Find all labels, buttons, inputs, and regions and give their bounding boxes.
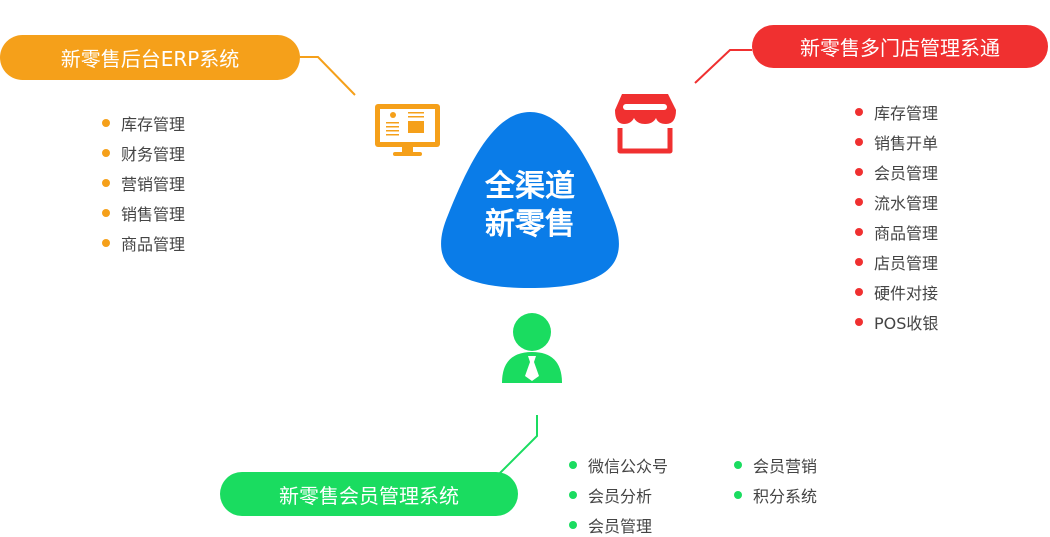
item-label: 财务管理 [121,145,186,164]
store-icon [615,94,676,154]
list-item: 流水管理 [855,191,938,213]
center-title-line1: 全渠道 [485,169,575,204]
list-item: 会员管理 [569,514,652,536]
list-item: 积分系统 [734,484,817,506]
item-label: 微信公众号 [588,457,669,476]
item-label: 商品管理 [874,224,939,243]
bullet-icon [855,138,863,146]
bullet-icon [855,318,863,326]
list-item: POS收银 [855,311,938,333]
item-label: 销售管理 [121,205,186,224]
item-label: 商品管理 [121,235,186,254]
list-item: 营销管理 [102,172,185,194]
store-connector-line [694,49,752,84]
list-item: 会员营销 [734,454,817,476]
list-item: 店员管理 [855,251,938,273]
item-label: 库存管理 [121,115,186,134]
item-label: 积分系统 [753,487,818,506]
list-item: 商品管理 [102,232,185,254]
item-label: 会员分析 [588,487,653,506]
item-label: 库存管理 [874,104,939,123]
list-item: 会员管理 [855,161,938,183]
list-item: 库存管理 [102,112,185,134]
item-label: 会员营销 [753,457,818,476]
bullet-icon [855,258,863,266]
bullet-icon [102,209,110,217]
bullet-icon [102,239,110,247]
erp-connector-line [300,56,356,96]
bullet-icon [734,491,742,499]
bullet-icon [855,108,863,116]
bullet-icon [569,461,577,469]
item-label: 店员管理 [874,254,939,273]
item-label: POS收银 [874,314,939,333]
bullet-icon [734,461,742,469]
bullet-icon [102,149,110,157]
list-item: 会员分析 [569,484,652,506]
item-label: 会员管理 [874,164,939,183]
bullet-icon [569,491,577,499]
list-item: 销售管理 [102,202,185,224]
list-item: 销售开单 [855,131,938,153]
center-title-line2: 新零售 [485,207,575,242]
list-item: 硬件对接 [855,281,938,303]
bullet-icon [569,521,577,529]
item-label: 流水管理 [874,194,939,213]
erp-system-label: 新零售后台ERP系统 [0,35,300,80]
bullet-icon [102,179,110,187]
list-item: 微信公众号 [569,454,668,476]
center-title: 全渠道 新零售 [440,168,620,244]
bullet-icon [855,198,863,206]
member-connector-line [499,415,538,474]
list-item: 库存管理 [855,101,938,123]
item-label: 会员管理 [588,517,653,536]
item-label: 营销管理 [121,175,186,194]
bullet-icon [855,288,863,296]
person-icon [502,313,562,383]
bullet-icon [102,119,110,127]
center-blob [441,112,619,288]
item-label: 硬件对接 [874,284,939,303]
list-item: 财务管理 [102,142,185,164]
monitor-icon [375,104,440,156]
store-system-label: 新零售多门店管理系通 [752,25,1048,68]
list-item: 商品管理 [855,221,938,243]
bullet-icon [855,228,863,236]
member-system-label: 新零售会员管理系统 [220,472,518,516]
bullet-icon [855,168,863,176]
item-label: 销售开单 [874,134,939,153]
